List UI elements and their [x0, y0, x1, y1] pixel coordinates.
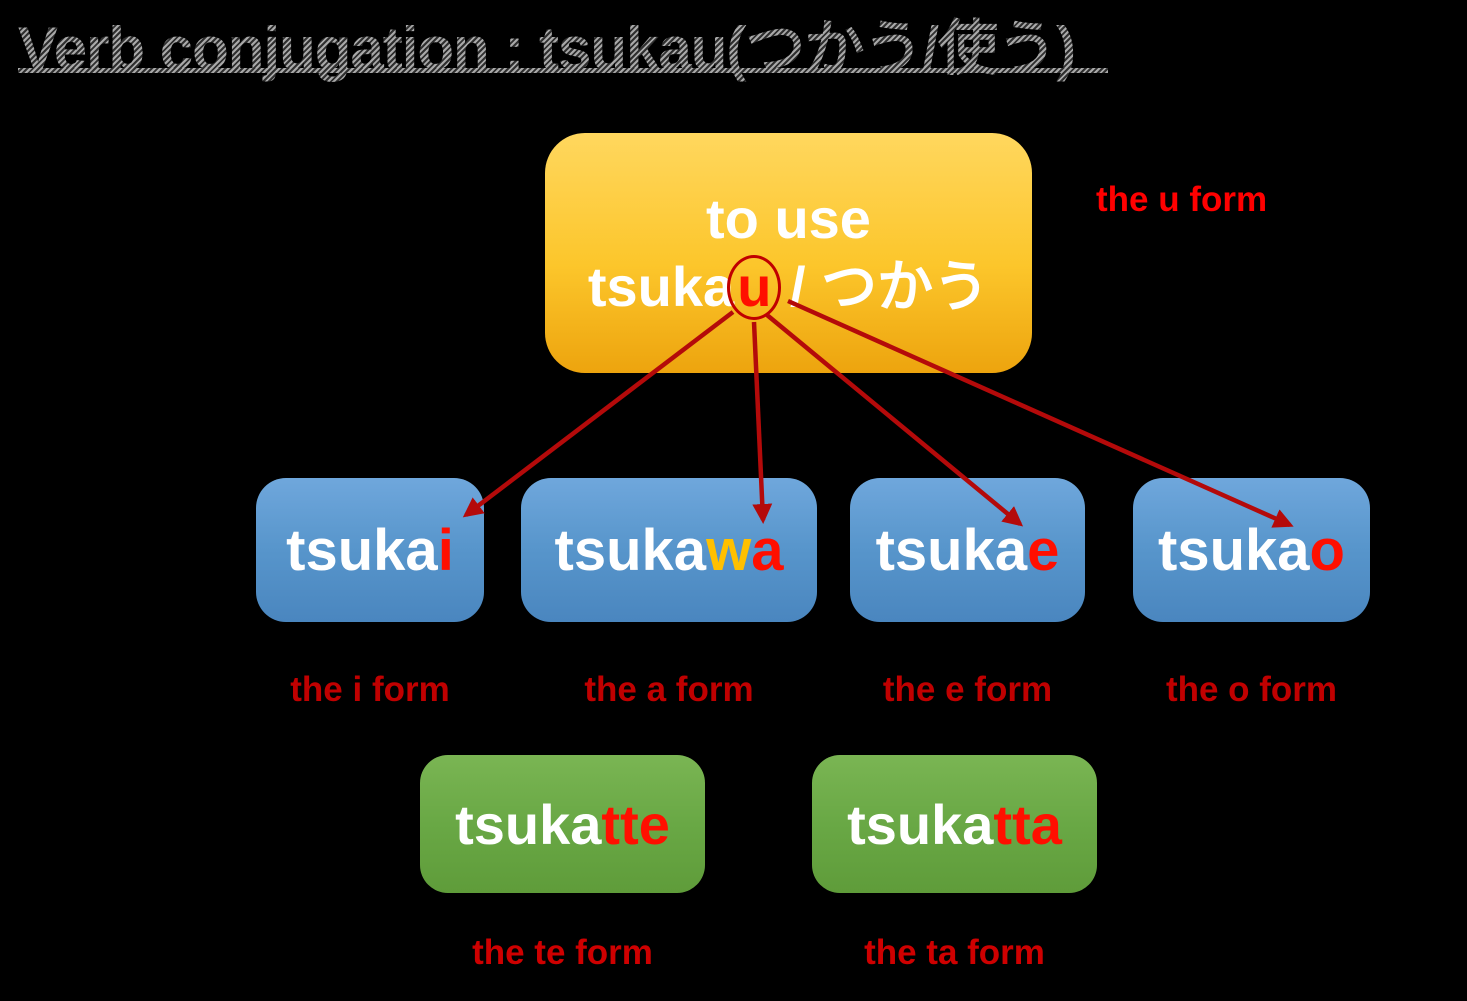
form-ending: a	[751, 517, 784, 583]
e-form-label: the e form	[882, 670, 1053, 709]
form-ending: e	[1027, 517, 1060, 583]
form-ending: i	[437, 517, 454, 583]
u-form-label: the u form	[1096, 180, 1268, 219]
root-separator: /	[774, 255, 822, 318]
past-ending: tte	[601, 792, 670, 856]
past-stem: tsuka	[847, 792, 994, 856]
root-meaning: to use	[706, 186, 871, 250]
past-ending: tta	[993, 792, 1062, 856]
te-form-label: the te form	[472, 933, 653, 972]
root-verb-box: to use tsukau / つかう	[545, 133, 1032, 373]
root-stem: tsuka	[587, 255, 735, 318]
form-link-letter: w	[706, 517, 752, 583]
root-ending-circled: u	[727, 255, 782, 320]
root-reading: tsukau / つかう	[588, 253, 989, 321]
a-form-label: the a form	[584, 670, 754, 709]
form-stem: tsuka	[875, 517, 1028, 583]
root-kana: つかう	[821, 255, 990, 318]
form-stem: tsuka	[554, 517, 707, 583]
ta-form-label: the ta form	[864, 933, 1045, 972]
o-form-label: the o form	[1165, 670, 1338, 709]
form-stem: tsuka	[286, 517, 438, 583]
i-form-label: the i form	[290, 670, 450, 709]
form-ending: o	[1309, 517, 1345, 583]
title-underline	[18, 68, 1108, 73]
past-stem: tsuka	[455, 792, 602, 856]
form-stem: tsuka	[1158, 517, 1310, 583]
page-title: Verb conjugation : tsukau(つかう/使う)	[18, 0, 1076, 87]
